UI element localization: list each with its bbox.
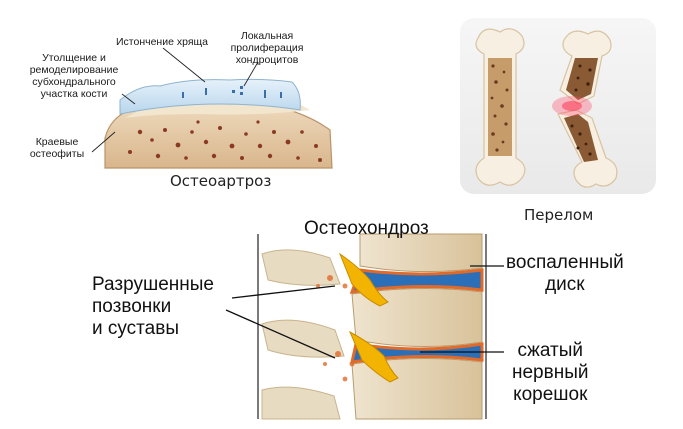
cartilage-thinning-label: Истончение хряща [116,36,208,48]
destroyed-vertebrae-label: Разрушенные позвонки и суставы [92,274,214,339]
osteoarthritis-caption: Остеоартроз [170,172,272,190]
chondrocyte-marks [182,86,282,98]
osteoarthritis-panel: Истончение хряща Локальная пролиферация … [0,0,360,200]
marginal-osteophytes-label: Краевые остеофиты [29,136,85,160]
fracture-bones-illustration [460,18,656,194]
inflamed-disc-label: воспаленный диск [506,252,624,295]
fracture-caption: Перелом [524,206,594,224]
intact-bone [475,28,526,186]
osteoarthritis-joint-illustration [91,47,333,169]
subchondral-thickening-label: Утолщение и ремоделирование субхондральн… [29,52,119,100]
fracture-panel: Перелом [460,18,656,226]
compressed-nerve-label: сжатый нервный корешок [512,340,589,405]
spine-illustration [225,233,504,420]
chondrocyte-proliferation-label: Локальная пролиферация хондроцитов [230,30,304,66]
nerve-root-upper [338,252,389,307]
osteochondrosis-panel: Остеохондроз Разрушенные позвонки и суст… [0,214,683,429]
nerve-root-lower [348,330,399,383]
fractured-bone [552,30,618,188]
inflamed-disc [349,268,484,294]
osteochondrosis-title: Остеохондроз [304,218,429,239]
bone-marrow-texture [128,120,322,162]
